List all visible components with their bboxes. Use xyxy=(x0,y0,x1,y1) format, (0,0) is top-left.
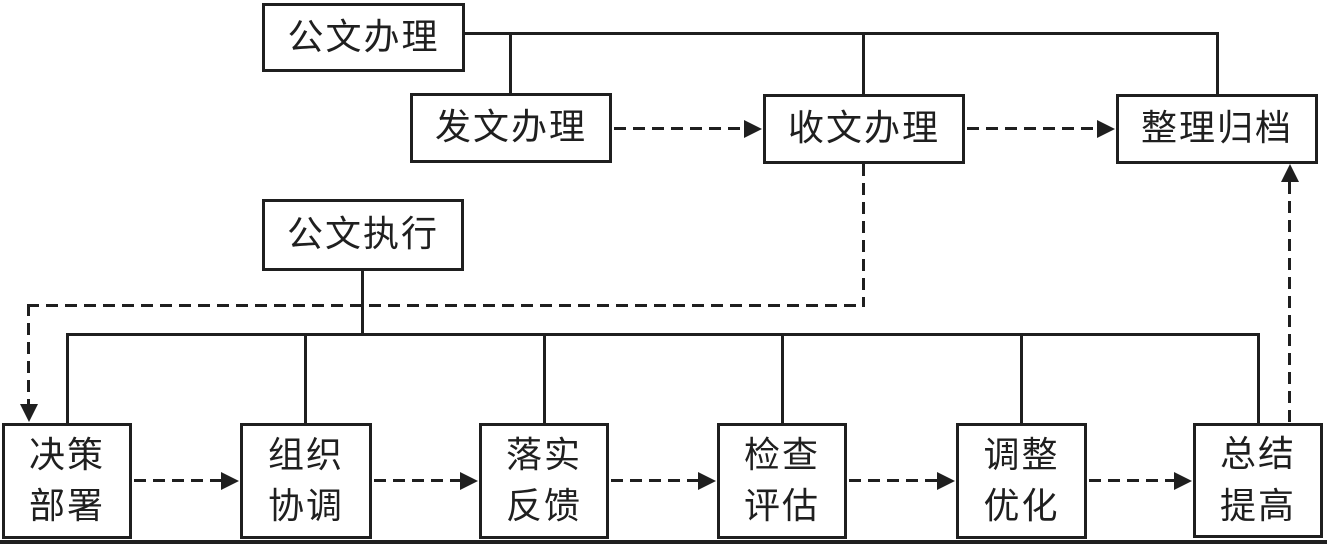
node-gongwen-zhixing: 公文执行 xyxy=(262,199,464,271)
dashed-line-jiancha-to-tiaozheng xyxy=(849,479,938,482)
solid-line-drop-to-tiaozheng xyxy=(1020,333,1023,425)
solid-line-distribution-bar xyxy=(66,333,1260,336)
dashed-line-shouwen-feedback-drop xyxy=(862,164,865,307)
dashed-line-tiaozheng-to-zongjie xyxy=(1089,479,1175,482)
dashed-line-feedback-into-juece xyxy=(27,304,30,405)
node-shouwen-banli: 收文办理 xyxy=(763,94,965,164)
arrow-into-luoshi-arrowhead-icon xyxy=(460,472,478,490)
solid-line-drop-to-luoshi xyxy=(543,333,546,425)
dashed-line-zongjie-to-zhengli xyxy=(1288,182,1291,423)
arrow-into-juece-arrowhead-icon xyxy=(20,404,38,422)
solid-line-top-connector xyxy=(464,32,1219,35)
arrow-into-zhengli-left-arrowhead-icon xyxy=(1097,120,1115,138)
dashed-line-fawen-to-shouwen xyxy=(614,127,745,130)
node-gongwen-banli: 公文办理 xyxy=(262,3,465,72)
dashed-line-feedback-horizontal xyxy=(27,304,865,307)
node-zongjie-tigao: 总结 提高 xyxy=(1193,423,1323,538)
arrow-into-jiancha-arrowhead-icon xyxy=(698,472,716,490)
solid-line-drop-to-fawen xyxy=(509,32,512,95)
arrow-into-zongjie-arrowhead-icon xyxy=(1174,472,1192,490)
arrow-into-zhengli-bottom-arrowhead-icon xyxy=(1281,164,1299,182)
node-luoshi-fankui: 落实 反馈 xyxy=(479,423,609,539)
solid-line-zhixing-feed xyxy=(361,269,364,335)
dashed-line-juece-to-zuzhi xyxy=(134,479,222,482)
solid-line-drop-to-zongjie xyxy=(1257,333,1260,425)
solid-line-bottom-rule xyxy=(0,540,1327,544)
node-fawen-banli: 发文办理 xyxy=(410,93,612,163)
node-jiancha-pinggu: 检查 评估 xyxy=(717,423,847,539)
dashed-line-shouwen-to-zhengli xyxy=(967,127,1098,130)
node-zhengli-guidang: 整理归档 xyxy=(1116,94,1318,164)
arrow-into-zuzhi-arrowhead-icon xyxy=(221,472,239,490)
solid-line-drop-to-shouwen xyxy=(862,32,865,96)
solid-line-drop-to-juece xyxy=(66,333,69,425)
node-juece-bushu: 决策 部署 xyxy=(2,423,132,539)
node-tiaozheng-youhua: 调整 优化 xyxy=(956,423,1087,539)
dashed-line-zuzhi-to-luoshi xyxy=(374,479,461,482)
solid-line-drop-to-jiancha xyxy=(781,333,784,425)
solid-line-drop-to-zhengli xyxy=(1216,32,1219,96)
arrow-into-shouwen-arrowhead-icon xyxy=(744,120,762,138)
arrow-into-tiaozheng-arrowhead-icon xyxy=(937,472,955,490)
solid-line-drop-to-zuzhi xyxy=(304,333,307,425)
dashed-line-luoshi-to-jiancha xyxy=(611,479,699,482)
node-zuzhi-xietiao: 组织 协调 xyxy=(240,423,372,539)
